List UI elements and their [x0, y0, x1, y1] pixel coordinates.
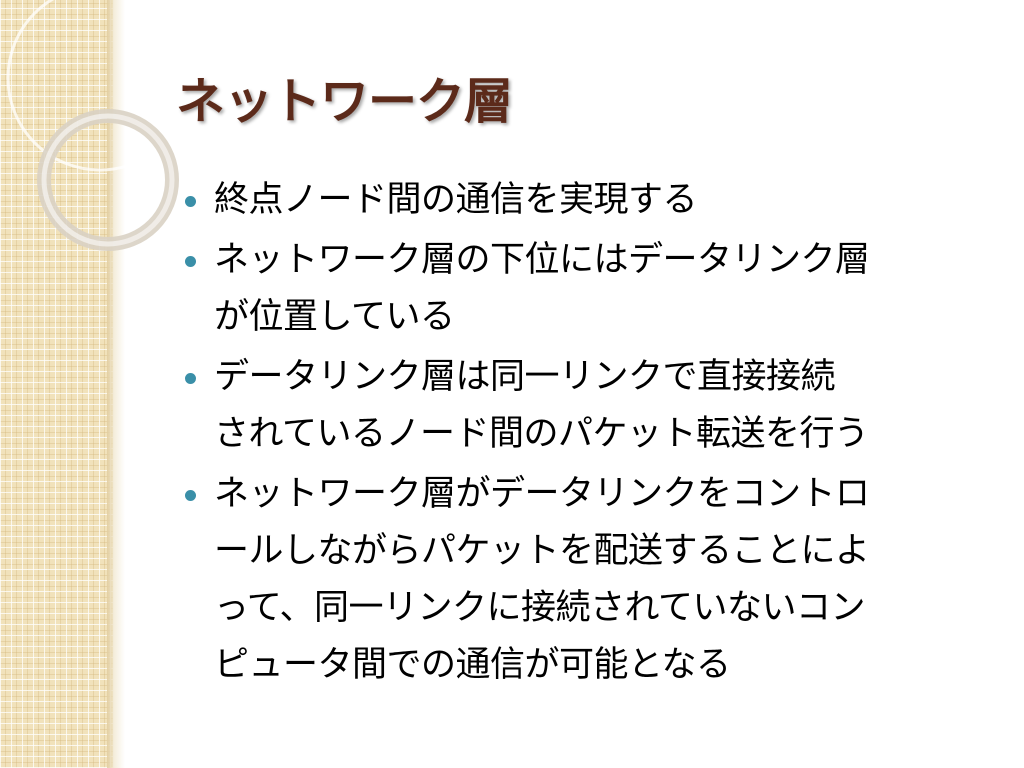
bullet-list: 終点ノード間の通信を実現する ネットワーク層の下位にはデータリンク層 が位置して…	[176, 172, 996, 697]
bullet-dot-icon	[185, 196, 196, 207]
decorative-ring-bottom-inner	[41, 113, 175, 247]
bullet-text-line: ネットワーク層がデータリンクをコントロ	[214, 474, 870, 514]
bullet-item: ネットワーク層がデータリンクをコントロ ールしながらパケットを配送することによ …	[176, 466, 996, 694]
bullet-text-line: ピュータ間での通信が可能となる	[214, 645, 731, 685]
sidebar-edge-shadow	[107, 0, 125, 768]
bullet-text-line: ールしながらパケットを配送することによ	[214, 531, 870, 571]
bullet-text-line: が位置している	[214, 297, 455, 337]
decorative-sidebar	[0, 0, 113, 768]
bullet-text-line: 終点ノード間の通信を実現する	[214, 180, 698, 220]
bullet-item: ネットワーク層の下位にはデータリンク層 が位置している	[176, 232, 996, 346]
bullet-text-line: って、同一リンクに接続されていないコン	[214, 588, 865, 628]
bullet-item: データリンク層は同一リンクで直接接続 されているノード間のパケット転送を行う	[176, 349, 996, 463]
bullet-text-line: ネットワーク層の下位にはデータリンク層	[214, 240, 870, 280]
bullet-text-line: データリンク層は同一リンクで直接接続	[214, 357, 836, 397]
bullet-dot-icon	[185, 373, 196, 384]
bullet-item: 終点ノード間の通信を実現する	[176, 172, 996, 229]
bullet-dot-icon	[185, 256, 196, 267]
bullet-dot-icon	[185, 490, 196, 501]
decorative-ring-top	[6, 0, 194, 172]
decorative-rings	[6, 0, 194, 251]
bullet-text-line: されているノード間のパケット転送を行う	[214, 414, 869, 454]
slide-title: ネットワーク層	[176, 73, 513, 130]
